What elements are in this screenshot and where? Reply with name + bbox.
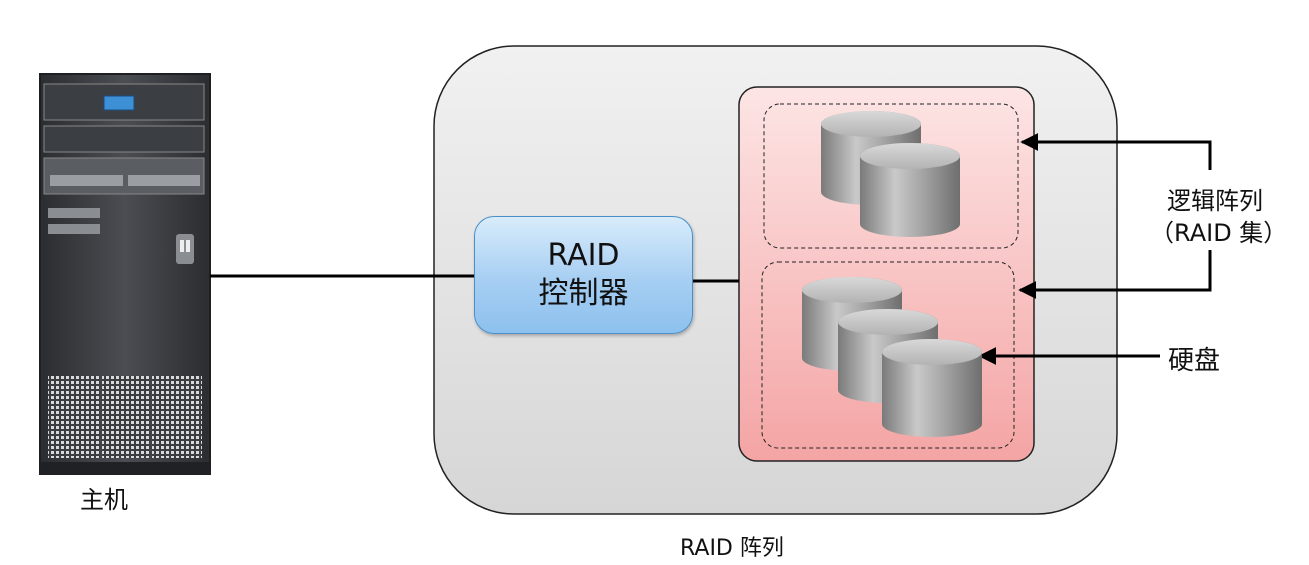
- logical-array-label-line1: 逻辑阵列: [1167, 187, 1263, 215]
- logical-array-2-box: [761, 261, 1015, 449]
- logical-array-label-line2: （RAID 集）: [1150, 219, 1288, 247]
- controller-label-line1: RAID: [547, 238, 620, 273]
- logical-array-1-box: [763, 103, 1019, 249]
- raid-array-label: RAID 阵列: [680, 536, 784, 561]
- server-icon: [39, 73, 211, 475]
- disk-icon: [882, 339, 982, 437]
- controller-label-line2: 控制器: [538, 276, 629, 311]
- logical-array-label: 逻辑阵列 （RAID 集）: [1150, 185, 1288, 249]
- disk-icon: [860, 143, 960, 237]
- disk-label: 硬盘: [1168, 346, 1221, 376]
- logical-array-pointer: [1018, 133, 1212, 299]
- raid-controller-box: RAID 控制器: [474, 216, 693, 334]
- host-label: 主机: [80, 486, 128, 514]
